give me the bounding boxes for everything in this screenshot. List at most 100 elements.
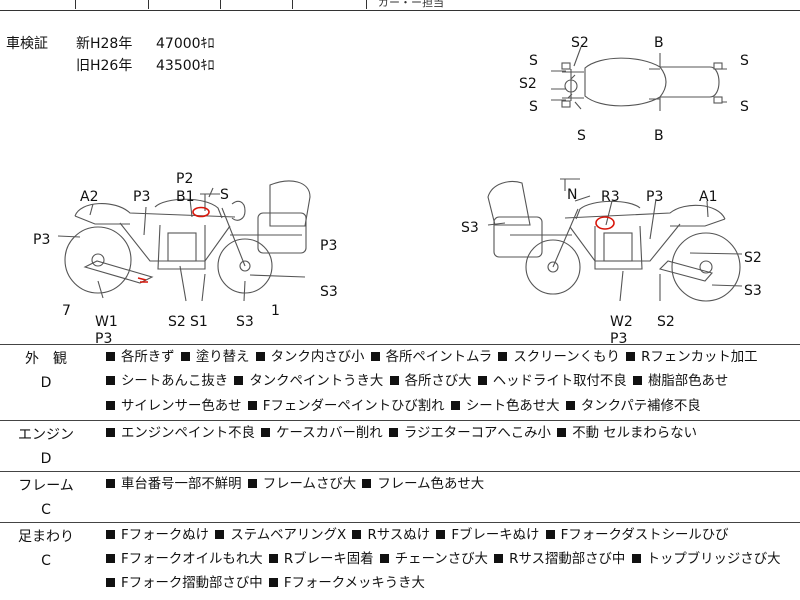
- label-top-s-lower-left: S: [529, 99, 538, 115]
- top-view-labels: S2 S S2 S S B B S S: [519, 35, 749, 144]
- category-grade: C: [41, 552, 51, 569]
- condition-category: 足まわり C: [0, 523, 92, 573]
- condition-item: Fフォークダストシールひび: [560, 527, 729, 543]
- motorcycle-damage-diagram: S2 S S2 S S B B S S A2 P3 B1 P2 S P3 P3 …: [33, 35, 762, 344]
- label-left-1: 1: [271, 303, 280, 319]
- condition-item: シートあんこ抜き: [121, 374, 229, 390]
- label-left-p3-bottom: P3: [95, 331, 112, 344]
- condition-item: Rブレーキ固着: [283, 552, 374, 568]
- label-right-s2-bottom: S2: [657, 314, 675, 330]
- left-bike-labels: A2 P3 B1 P2 S P3 P3 S3 7 W1 P3 S2 S1 S3 …: [33, 171, 338, 344]
- top-fragment-text: ガー・ー担当: [378, 0, 444, 9]
- label-right-s3-front: S3: [461, 220, 479, 236]
- condition-items: Fフォークぬけ ステムベアリングX Rサスぬけ Fブレーキぬけ Fフォークダスト…: [104, 523, 792, 598]
- condition-item: タンク内さび小: [270, 350, 365, 365]
- condition-item: 各所きず: [121, 350, 175, 365]
- annotation-leader-lines: [57, 46, 743, 302]
- label-left-a2: A2: [80, 189, 98, 205]
- condition-row-exterior: 外 観 D 各所きず 塗り替え タンク内さび小 各所ペイントムラ スクリーンくも…: [0, 345, 800, 421]
- label-top-s2-mid: S2: [519, 76, 537, 92]
- condition-item: 各所ペイントムラ: [385, 350, 493, 365]
- condition-item: Fフォーク摺動部さび中: [121, 576, 263, 592]
- condition-item: タンクペイントうき大: [249, 374, 384, 390]
- condition-category: 外 観 D: [0, 345, 92, 395]
- damage-mark-right-tank: [595, 216, 615, 230]
- label-left-7: 7: [62, 303, 71, 319]
- condition-item: Fフェンダーペイントひび割れ: [262, 398, 445, 414]
- label-left-p3-front: P3: [33, 232, 50, 248]
- label-left-s3-bottom: S3: [236, 314, 254, 330]
- label-right-s3-rear: S3: [744, 283, 762, 299]
- odometer-value-new: 47000ｷﾛ: [156, 36, 215, 52]
- label-right-a1: A1: [699, 189, 717, 205]
- label-left-s: S: [220, 187, 229, 203]
- condition-table: 外 観 D 各所きず 塗り替え タンク内さび小 各所ペイントムラ スクリーンくも…: [0, 344, 800, 598]
- category-name: 外 観: [25, 351, 67, 367]
- condition-item: トップブリッジさび大: [646, 552, 781, 568]
- condition-item: 車台番号一部不鮮明: [121, 476, 242, 492]
- condition-category: エンジン D: [0, 421, 92, 471]
- condition-item: 各所さび大: [404, 374, 472, 390]
- damage-marks: [137, 206, 615, 283]
- category-name: フレーム: [18, 477, 74, 494]
- category-grade: C: [41, 501, 51, 518]
- condition-item: Fブレーキぬけ: [451, 527, 540, 543]
- condition-item: Fフォークメッキうき大: [283, 576, 425, 592]
- odometer-record: 車検証 新H28年 47000ｷﾛ 旧H26年 43500ｷﾛ: [6, 33, 215, 77]
- label-top-s-upper-left: S: [529, 53, 538, 69]
- label-top-s-upper-right: S: [740, 53, 749, 69]
- category-grade: D: [40, 375, 52, 391]
- condition-item: ラジエターコアへこみ小: [403, 425, 551, 441]
- condition-item: フレームさび大: [262, 476, 357, 492]
- odometer-era-old: 旧H26年: [76, 58, 133, 74]
- condition-item: チェーンさび大: [394, 552, 488, 568]
- label-left-s3-rear: S3: [320, 284, 338, 300]
- condition-row-engine: エンジン D エンジンペイント不良 ケースカバー削れ ラジエターコアへこみ小 不…: [0, 421, 800, 472]
- label-top-b-lower: B: [654, 128, 664, 144]
- condition-item: ヘッドライト取付不良: [492, 374, 627, 390]
- left-side-motorcycle-drawing: [64, 180, 311, 294]
- condition-item: 不動 セルまわらない: [572, 425, 697, 441]
- condition-item: 塗り替え: [195, 350, 250, 365]
- condition-item: エンジンペイント不良: [121, 425, 255, 441]
- condition-row-frame: フレーム C 車台番号一部不鮮明 フレームさび大 フレーム色あせ大: [0, 472, 800, 523]
- damage-mark-left-tank: [192, 206, 210, 218]
- label-right-p3-bottom: P3: [610, 331, 627, 344]
- damage-mark-left-exhaust: [137, 277, 148, 283]
- condition-item: Rフェンカット加工: [641, 350, 758, 365]
- label-left-w1: W1: [95, 314, 118, 330]
- condition-item: ステムベアリングX: [230, 527, 347, 543]
- condition-item: ケースカバー削れ: [276, 425, 383, 441]
- right-side-motorcycle-drawing: [487, 178, 741, 302]
- condition-row-suspension: 足まわり C Fフォークぬけ ステムベアリングX Rサスぬけ Fブレーキぬけ F…: [0, 523, 800, 598]
- odometer-era-new: 新H28年: [76, 36, 133, 52]
- label-top-s-lower-right: S: [740, 99, 749, 115]
- odometer-label: 車検証: [6, 36, 48, 52]
- label-top-s2-upper: S2: [571, 35, 589, 51]
- condition-category: フレーム C: [0, 472, 92, 522]
- label-top-b-upper: B: [654, 35, 664, 51]
- condition-item: Fフォークオイルもれ大: [121, 552, 263, 568]
- label-left-s1: S1: [190, 314, 208, 330]
- category-name: エンジン: [18, 426, 74, 443]
- category-grade: D: [40, 450, 52, 467]
- category-name: 足まわり: [18, 528, 74, 545]
- label-right-w2: W2: [610, 314, 633, 330]
- label-right-s2-rear: S2: [744, 250, 762, 266]
- condition-items: 車台番号一部不鮮明 フレームさび大 フレーム色あせ大: [104, 472, 792, 522]
- condition-item: スクリーンくもり: [513, 350, 620, 365]
- condition-item: フレーム色あせ大: [377, 476, 485, 492]
- condition-item: Rサス摺動部さび中: [509, 552, 626, 568]
- condition-item: サイレンサー色あせ: [121, 398, 242, 414]
- label-top-s-bottom: S: [577, 128, 586, 144]
- condition-item: Rサスぬけ: [367, 527, 431, 543]
- condition-items: エンジンペイント不良 ケースカバー削れ ラジエターコアへこみ小 不動 セルまわら…: [104, 421, 792, 471]
- right-bike-labels: N R3 P3 A1 S3 S2 S3 W2 P3 S2: [461, 187, 762, 344]
- inspection-diagram-area: 車検証 新H28年 47000ｷﾛ 旧H26年 43500ｷﾛ: [0, 11, 800, 344]
- condition-item: タンクパテ補修不良: [580, 398, 701, 414]
- condition-item: Fフォークぬけ: [121, 527, 210, 543]
- label-left-p3-rear: P3: [320, 238, 337, 254]
- top-view-motorcycle-drawing: [561, 53, 723, 111]
- odometer-value-old: 43500ｷﾛ: [156, 58, 215, 74]
- condition-item: シート色あせ大: [465, 398, 560, 414]
